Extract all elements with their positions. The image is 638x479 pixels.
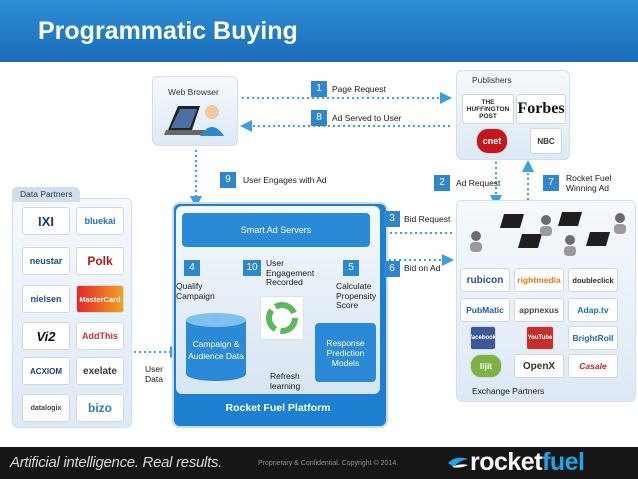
logo-rightmedia: rightmedia: [514, 268, 564, 292]
campaign-database-icon: [186, 313, 246, 381]
logo-appnexus: appnexus: [514, 298, 564, 322]
logo-bluekai: bluekai: [76, 207, 124, 235]
data-partners-label: Data Partners: [12, 187, 81, 202]
logo-openx: OpenX: [514, 354, 564, 378]
step-10-badge: 10: [243, 260, 261, 276]
logo-cnet: cnet: [476, 128, 508, 154]
rocketfuel-logo: rocketfuel: [470, 448, 585, 477]
publishers-label: Publishers: [472, 75, 512, 85]
step-3-badge: 3: [384, 211, 400, 227]
campaign-audience-data: Campaign & Audience Data: [188, 339, 244, 361]
logo-neustar: neustar: [22, 247, 70, 275]
logo-huffington-post: THE HUFFINGTON POST: [462, 94, 514, 124]
step-6-label: Bid on Ad: [404, 263, 441, 273]
logo-brightroll: BrightRoll: [568, 326, 618, 350]
logo-bizo: bizo: [76, 394, 124, 422]
footer-copyright: Proprietary & Confidential. Copyright © …: [258, 460, 399, 467]
brand-word-1: rocket: [470, 448, 543, 476]
step-10-label: User Engagement Recorded: [266, 258, 315, 287]
step-4-badge: 4: [184, 260, 200, 276]
recycle-icon: [260, 296, 304, 340]
logo-vi2: Vi2: [22, 322, 70, 350]
web-browser-label: Web Browser: [168, 87, 219, 97]
logo-mastercard: MasterCard: [76, 285, 124, 313]
logo-addthis: AddThis: [76, 322, 124, 350]
page-title: Programmatic Buying: [38, 17, 298, 45]
logo-youtube: YouTube: [526, 326, 554, 350]
logo-pubmatic: PubMatic: [460, 298, 510, 322]
step-3-label: Bid Request: [404, 214, 451, 224]
step-6-badge: 6: [384, 261, 400, 277]
logo-casale: Casale: [568, 354, 618, 378]
step-2-label: Ad Request: [456, 178, 501, 188]
step-9-label: User Engages with Ad: [243, 175, 327, 185]
refresh-learning-label: Refresh learning: [270, 371, 301, 391]
logo-forbes: Forbes: [516, 94, 566, 124]
step-7-badge: 7: [543, 175, 559, 191]
exchange-partners-label: Exchange Partners: [472, 386, 545, 396]
logo-facebook: facebook: [470, 326, 496, 350]
response-prediction-models: Response Prediction Models: [315, 323, 376, 382]
step-1-label: Page Request: [332, 84, 386, 94]
users-network-icon: [470, 212, 626, 256]
data-partners-group: [12, 198, 132, 428]
user-data-label: User Data: [145, 364, 163, 384]
logo-exelate: exelate: [76, 357, 124, 385]
smart-ad-servers: Smart Ad Servers: [182, 213, 370, 247]
step-8-label: Ad Served to User: [332, 113, 402, 123]
logo-datalogix: datalogix: [22, 394, 70, 422]
logo-lijit: lijit: [470, 354, 502, 378]
step-1-badge: 1: [311, 81, 327, 97]
footer-bar: [0, 447, 638, 479]
step-2-badge: 2: [434, 175, 450, 191]
step-5-badge: 5: [343, 260, 359, 276]
logo-rubicon: rubicon: [460, 268, 510, 292]
footer-tagline: Artificial intelligence. Real results.: [10, 454, 223, 471]
logo-doubleclick: doubleclick: [568, 268, 618, 292]
step-7-label: Rocket Fuel Winning Ad: [566, 173, 612, 193]
step-4-label: Qualify Campaign: [176, 281, 215, 301]
step-8-badge: 8: [311, 110, 327, 126]
logo-adaptv: Adap.tv: [568, 298, 618, 322]
brand-word-2: fuel: [542, 448, 585, 476]
platform-label: Rocket Fuel Platform: [225, 402, 331, 414]
logo-nielsen: nielsen: [22, 285, 70, 313]
header-bar: [0, 0, 638, 62]
rocketfuel-logo-icon: [448, 457, 468, 468]
step-9-badge: 9: [220, 172, 236, 188]
laptop-user-icon: [164, 105, 224, 136]
logo-ixi: IXI: [22, 207, 70, 235]
logo-acxiom: ACXIOM: [22, 357, 70, 385]
logo-nbc: NBC: [530, 128, 562, 154]
response-models-text: Response Prediction Models: [326, 337, 365, 368]
step-5-label: Calculate Propensity Score: [336, 281, 377, 310]
logo-polk: Polk: [76, 247, 124, 275]
